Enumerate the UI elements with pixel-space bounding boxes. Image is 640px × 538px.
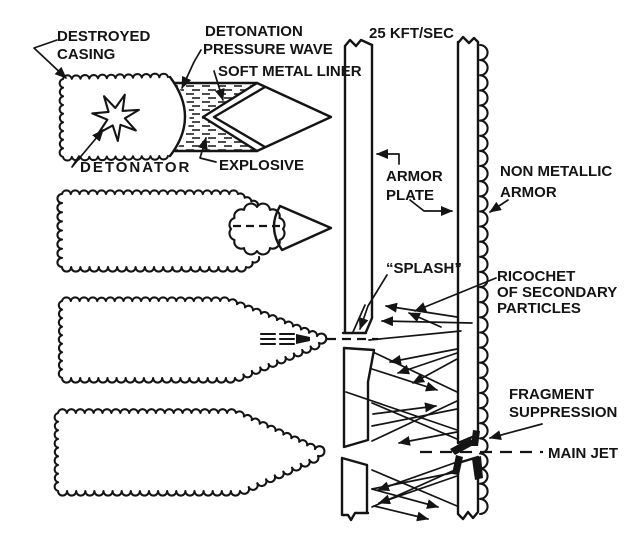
plate-top-break — [456, 35, 480, 45]
armor-plate-1 — [340, 38, 376, 522]
leader-pressure-wave — [181, 49, 202, 89]
fragment-arrows — [371, 461, 458, 522]
warhead-stage-2 — [56, 189, 333, 273]
liner-chevron-outer — [201, 81, 259, 153]
warhead-stage-1 — [58, 72, 333, 162]
plate-middle-segment — [342, 346, 376, 449]
fragment-suppression-bulge-lower — [452, 455, 483, 480]
collapsing-liner-cloud — [228, 202, 286, 256]
armor-plate-2 — [450, 35, 489, 521]
label-splash: “SPLASH” — [386, 260, 462, 277]
warhead-stage-3 — [57, 296, 378, 384]
leader-ricochet — [414, 277, 497, 312]
diagram-labels: DESTROYED CASING DETONATION PRESSURE WAV… — [57, 23, 618, 462]
label-leaders — [33, 39, 543, 440]
leader-detonator — [71, 130, 103, 168]
label-explosive: EXPLOSIVE — [219, 157, 304, 174]
label-destroyed-casing-2: CASING — [57, 46, 115, 63]
leader-splash — [358, 274, 388, 330]
liner-chevron-inner — [212, 85, 267, 149]
plate-lower-segment — [340, 456, 370, 522]
label-detonation-1: DETONATION — [205, 23, 303, 40]
forming-jet-cone — [272, 204, 333, 252]
leader-explosive — [198, 137, 217, 163]
label-non-metallic-1: NON METALLIC — [500, 163, 612, 180]
label-ricochet-3: PARTICLES — [497, 300, 581, 317]
leader-destroyed-casing — [33, 39, 67, 79]
leader-soft-metal-liner — [213, 70, 225, 101]
leader-armor-plate-left — [376, 149, 400, 165]
label-fragment-2: SUPPRESSION — [509, 404, 617, 421]
plate-top-break — [343, 38, 374, 48]
plate-upper-segment — [341, 43, 374, 335]
label-non-metallic-2: ARMOR — [500, 184, 557, 201]
splash-arrows — [368, 302, 473, 341]
casing-tip-hook — [313, 445, 326, 458]
warhead-stage-4 — [53, 408, 326, 497]
label-armor-plate-1: ARMOR — [386, 168, 443, 185]
label-ricochet-1: RICOCHET — [497, 268, 575, 285]
detonation-wave-front-arc — [168, 75, 187, 158]
destroyed-casing-outline — [58, 72, 170, 162]
jet-tip — [296, 334, 310, 344]
plate-lower-segment — [456, 455, 480, 521]
casing-outline — [56, 189, 261, 273]
casing-outline — [57, 296, 321, 384]
ricochet-arrows — [345, 348, 458, 446]
label-ricochet-2: OF SECONDARY — [497, 284, 617, 301]
leader-non-metallic-armor — [489, 199, 509, 213]
label-jet-velocity: 25 KFT/SEC — [369, 25, 454, 42]
leader-fragment-suppression — [489, 423, 543, 440]
label-armor-plate-2: PLATE — [386, 187, 434, 204]
label-fragment-1: FRAGMENT — [509, 386, 594, 403]
casing-outline — [53, 408, 320, 497]
plate-upper-segment — [456, 40, 480, 445]
non-metallic-armor-scallops — [478, 43, 489, 516]
label-main-jet: MAIN JET — [548, 445, 618, 462]
jet-trail-dashes — [259, 332, 296, 346]
label-detonation-2: PRESSURE WAVE — [203, 41, 333, 58]
warhead-nose-outline — [173, 81, 333, 153]
explosive-hatch-fill — [175, 83, 257, 151]
label-soft-metal-liner: SOFT METAL LINER — [218, 63, 362, 80]
label-detonator: DETONATOR — [80, 159, 191, 176]
label-destroyed-casing-1: DESTROYED — [57, 28, 151, 45]
fragment-suppression-bulge-upper — [450, 430, 480, 455]
casing-tip-hook — [315, 332, 328, 345]
leader-armor-plate-right — [409, 199, 453, 216]
